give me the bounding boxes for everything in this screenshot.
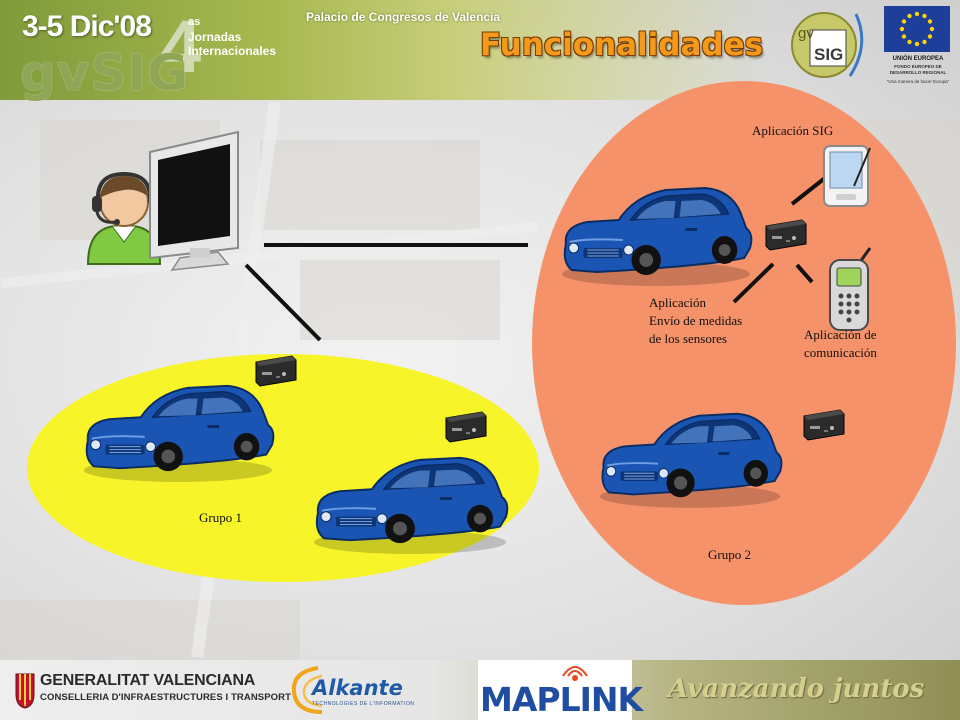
- map-block: [260, 140, 480, 230]
- venue: Palacio de Congresos de Valencia: [306, 10, 501, 24]
- eu-star-icon: [907, 39, 912, 45]
- gva-name: GENERALITAT VALENCIANA: [40, 672, 256, 689]
- label-comm-app-line1: Aplicación de: [804, 327, 877, 342]
- edition-line1: Jornadas: [188, 30, 242, 44]
- edition-suffix: as: [188, 16, 201, 28]
- gvsig-logo-arc: [848, 13, 864, 77]
- label-send-app-line1: Aplicación: [649, 295, 707, 310]
- maplink-logo: [478, 660, 632, 720]
- label-send-app-line3: de los sensores: [649, 331, 727, 346]
- map-block: [300, 260, 500, 340]
- link-operator-group1: [244, 263, 322, 342]
- gvsig-logo-box: [809, 29, 847, 67]
- link-device-send-app: [732, 262, 775, 304]
- edition-line2: Internacionales: [188, 44, 277, 58]
- eu-flag-icon: [884, 6, 950, 52]
- gva-dept: CONSELLERIA D'INFRAESTRUCTURES I TRANSPO…: [40, 692, 292, 703]
- label-group-2: Grupo 2: [708, 547, 751, 562]
- eu-star-icon: [899, 26, 905, 32]
- sensor-device-icon: [765, 219, 807, 251]
- alkante-tag: TECHNOLOGIES DE L'INFORMATION: [312, 701, 415, 707]
- gvsig-logo-top-text: gv: [798, 25, 814, 42]
- eu-star-icon: [901, 34, 907, 39]
- maplink-name: MAPLINK: [480, 680, 643, 719]
- sensor-device-icon: [445, 411, 487, 443]
- pda-icon: [823, 145, 871, 207]
- mobile-phone-icon: [829, 247, 872, 331]
- header-band: [0, 0, 770, 100]
- label-send-app-line2: Envío de medidas: [649, 313, 743, 328]
- alkante-swirl-icon: [291, 666, 323, 714]
- eu-fund: FONDO EUROPEO DE DESARROLLO REGIONAL: [889, 64, 947, 75]
- eu-star-icon: [901, 19, 907, 24]
- monitor-icon: [149, 130, 239, 271]
- map-block: [0, 600, 300, 660]
- footer: GENERALITAT VALENCIANA CONSELLERIA D'INF…: [0, 660, 960, 720]
- eu-star-icon: [929, 26, 935, 32]
- sensor-device-icon: [803, 409, 845, 441]
- eu-star-icon: [927, 34, 933, 39]
- group-2-area: [532, 81, 956, 605]
- operator-headset-icon: [86, 171, 162, 265]
- header: 4 3-5 Dic'08 gvSIG as Jornadas Internaci…: [0, 0, 960, 108]
- sensor-device-icon: [255, 355, 297, 387]
- page-title: Funcionalidades: [480, 27, 764, 63]
- eu-star-icon: [914, 11, 920, 17]
- gva-crest-icon: [15, 673, 35, 709]
- eu-motto: "Una manera de hacer Europa": [886, 79, 950, 84]
- eu-star-icon: [907, 13, 912, 19]
- eu-star-icon: [914, 41, 920, 47]
- signal-waves-icon: [562, 666, 588, 681]
- eu-star-icon: [922, 39, 927, 45]
- event-dates: 3-5 Dic'08: [22, 10, 152, 43]
- edition-number: 4: [160, 5, 202, 88]
- eu-label: UNIÓN EUROPEA: [892, 56, 944, 62]
- slogan: Avanzando juntos: [668, 674, 925, 704]
- eu-star-icon: [922, 13, 927, 19]
- label-group-1: Grupo 1: [199, 510, 242, 525]
- gvsig-logo-bottom-text: SIG: [814, 45, 843, 64]
- alkante-name: Alkante: [312, 676, 403, 700]
- link-device-phone: [795, 263, 814, 284]
- label-comm-app-line2: comunicación: [804, 345, 877, 360]
- eu-star-icon: [927, 19, 933, 24]
- label-sig-app: Aplicación SIG: [752, 123, 834, 138]
- gvsig-logo: gv SIG: [791, 12, 864, 78]
- event-brand: gvSIG: [20, 44, 190, 102]
